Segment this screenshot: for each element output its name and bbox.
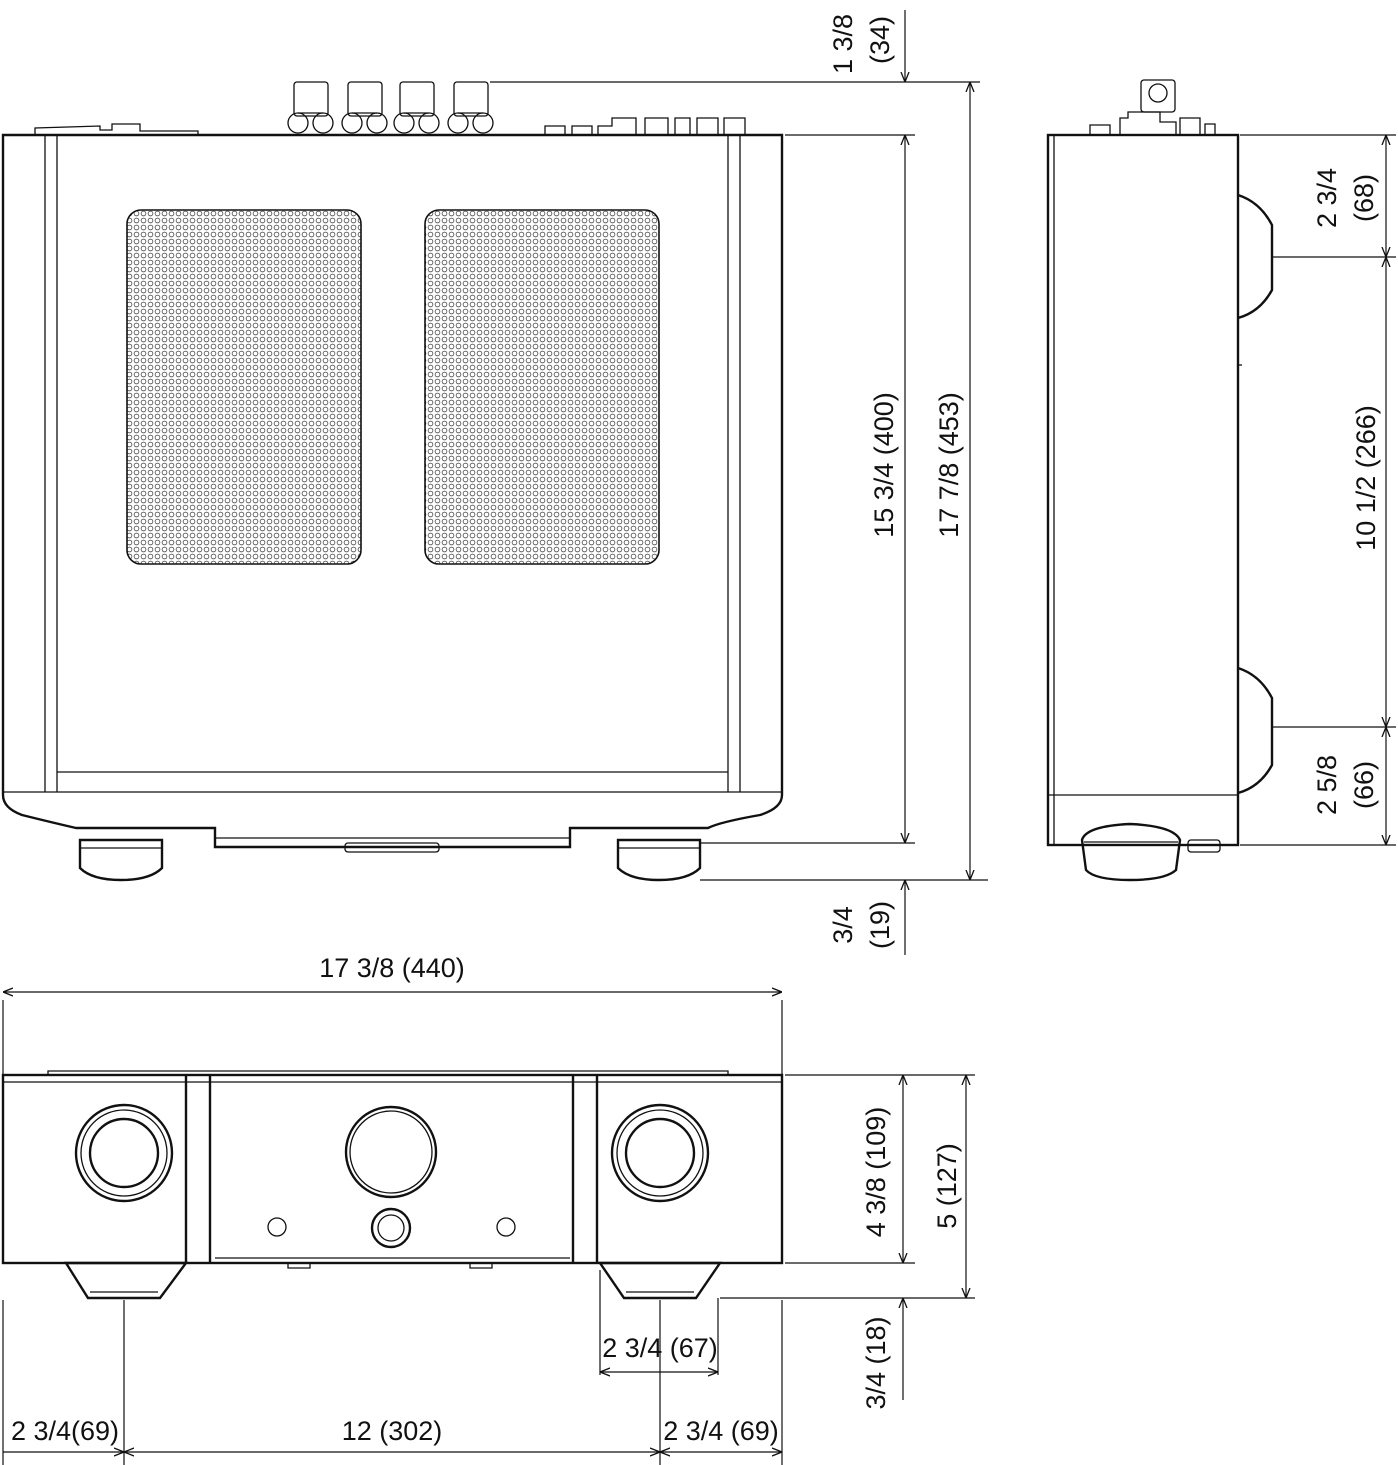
side-top-foot-label: 2 3/4	[1312, 168, 1342, 228]
rear-terminals	[34, 81, 746, 135]
side-foot-bottom	[1237, 666, 1274, 795]
front-view-dimensions	[2, 992, 975, 1465]
side-bottom-foot-label: (66)	[1349, 761, 1379, 809]
top-view-dimensions	[490, 10, 988, 955]
side-foot-spacing-label: 10 1/2 (266)	[1351, 405, 1381, 551]
front-right-offset-label: 2 3/4 (69)	[663, 1416, 779, 1446]
tone-knob	[610, 1103, 710, 1203]
front-foot-right	[597, 1261, 723, 1300]
side-view: 2 3/4 (68) 10 1/2 (266) 2 5/8 (66)	[1046, 79, 1396, 882]
chassis-side-outline	[1046, 133, 1240, 847]
rca-jack	[447, 81, 494, 134]
side-top-foot-label: (68)	[1349, 174, 1379, 222]
rear-terminal-label: 1 3/8	[828, 14, 858, 74]
front-foot-width-label: 2 3/4 (67)	[602, 1333, 718, 1363]
foot-depth-label: 3/4	[828, 906, 858, 944]
side-foot-top	[1237, 193, 1274, 320]
front-knob-top	[344, 842, 440, 853]
front-body-height-label: 4 3/8 (109)	[861, 1107, 891, 1238]
front-view: 17 3/8 (440) 4 3/8 (109) 5 (127) 3/4 (18…	[1, 953, 975, 1465]
front-foot-height-label: 3/4 (18)	[861, 1316, 891, 1409]
top-view: 1 3/8 (34) 15 3/4 (400) 17 7/8 (453) 3/4…	[1, 10, 988, 955]
chassis-front-outline	[1, 1073, 784, 1265]
vent-grille-left	[126, 209, 362, 565]
rca-jack	[287, 81, 334, 134]
side-front-knob	[1080, 822, 1221, 882]
depth-label: 15 3/4 (400)	[869, 392, 899, 538]
indicator-led-left	[267, 1217, 287, 1237]
side-rear-terminals	[1089, 79, 1216, 135]
front-left-offset-label: 2 3/4(69)	[11, 1416, 119, 1446]
front-width-label: 17 3/8 (440)	[319, 953, 465, 983]
foot-left	[78, 838, 164, 882]
power-button	[370, 1207, 412, 1249]
rear-terminal-label: (34)	[865, 16, 895, 64]
rca-jack	[341, 81, 388, 134]
input-selector-knob	[74, 1103, 174, 1203]
front-foot-left	[63, 1261, 189, 1300]
indicator-led-right	[496, 1217, 516, 1237]
volume-knob	[344, 1105, 438, 1199]
foot-right	[616, 838, 702, 882]
foot-depth-label: (19)	[865, 901, 895, 949]
total-depth-label: 17 7/8 (453)	[934, 392, 964, 538]
front-foot-tab	[287, 1263, 493, 1269]
front-top-lip	[47, 1070, 729, 1075]
side-bottom-foot-label: 2 5/8	[1312, 755, 1342, 815]
front-foot-spacing-label: 12 (302)	[342, 1416, 443, 1446]
side-view-dimensions	[1240, 134, 1396, 846]
chassis-top-outline	[1, 133, 784, 849]
vent-grille-right	[424, 209, 660, 565]
rca-jack	[393, 81, 440, 134]
front-total-height-label: 5 (127)	[932, 1143, 962, 1229]
